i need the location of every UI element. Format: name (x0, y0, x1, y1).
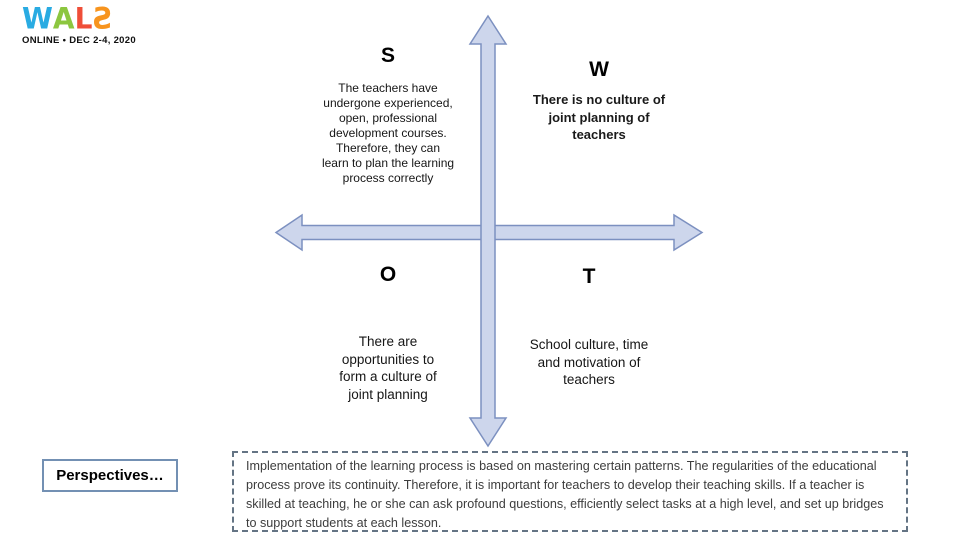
vertical-axis-arrow (468, 14, 508, 448)
wals-wordmark: WALS (22, 1, 172, 36)
summary-text: Implementation of the learning process i… (246, 459, 884, 530)
logo-letter-l: L (74, 1, 93, 36)
quadrant-strengths: S The teachers have undergone experience… (305, 44, 471, 186)
logo-tagline: ONLINE • DEC 2-4, 2020 (22, 35, 136, 46)
opportunities-label: O (379, 263, 397, 286)
strengths-text: The teachers have undergone experienced,… (321, 81, 455, 185)
logo-letter-w: W (22, 1, 53, 36)
quadrant-threats: T School culture, time and motivation of… (505, 265, 673, 389)
strengths-label: S (380, 44, 395, 67)
quadrant-weaknesses: W There is no culture of joint planning … (515, 58, 683, 144)
weaknesses-label: W (589, 58, 609, 81)
wals-logo: WALS ONLINE • DEC 2-4, 2020 (22, 1, 172, 46)
opportunities-text: There are opportunities to form a cultur… (339, 334, 437, 402)
perspectives-box: Perspectives… (42, 459, 178, 492)
weaknesses-text: There is no culture of joint planning of… (532, 92, 666, 142)
logo-letter-a: A (52, 1, 75, 36)
summary-box: Implementation of the learning process i… (232, 451, 908, 532)
threats-text: School culture, time and motivation of t… (529, 337, 649, 387)
perspectives-label: Perspectives… (56, 467, 164, 484)
threats-label: T (582, 265, 596, 288)
quadrant-opportunities: O There are opportunities to form a cult… (305, 263, 471, 403)
